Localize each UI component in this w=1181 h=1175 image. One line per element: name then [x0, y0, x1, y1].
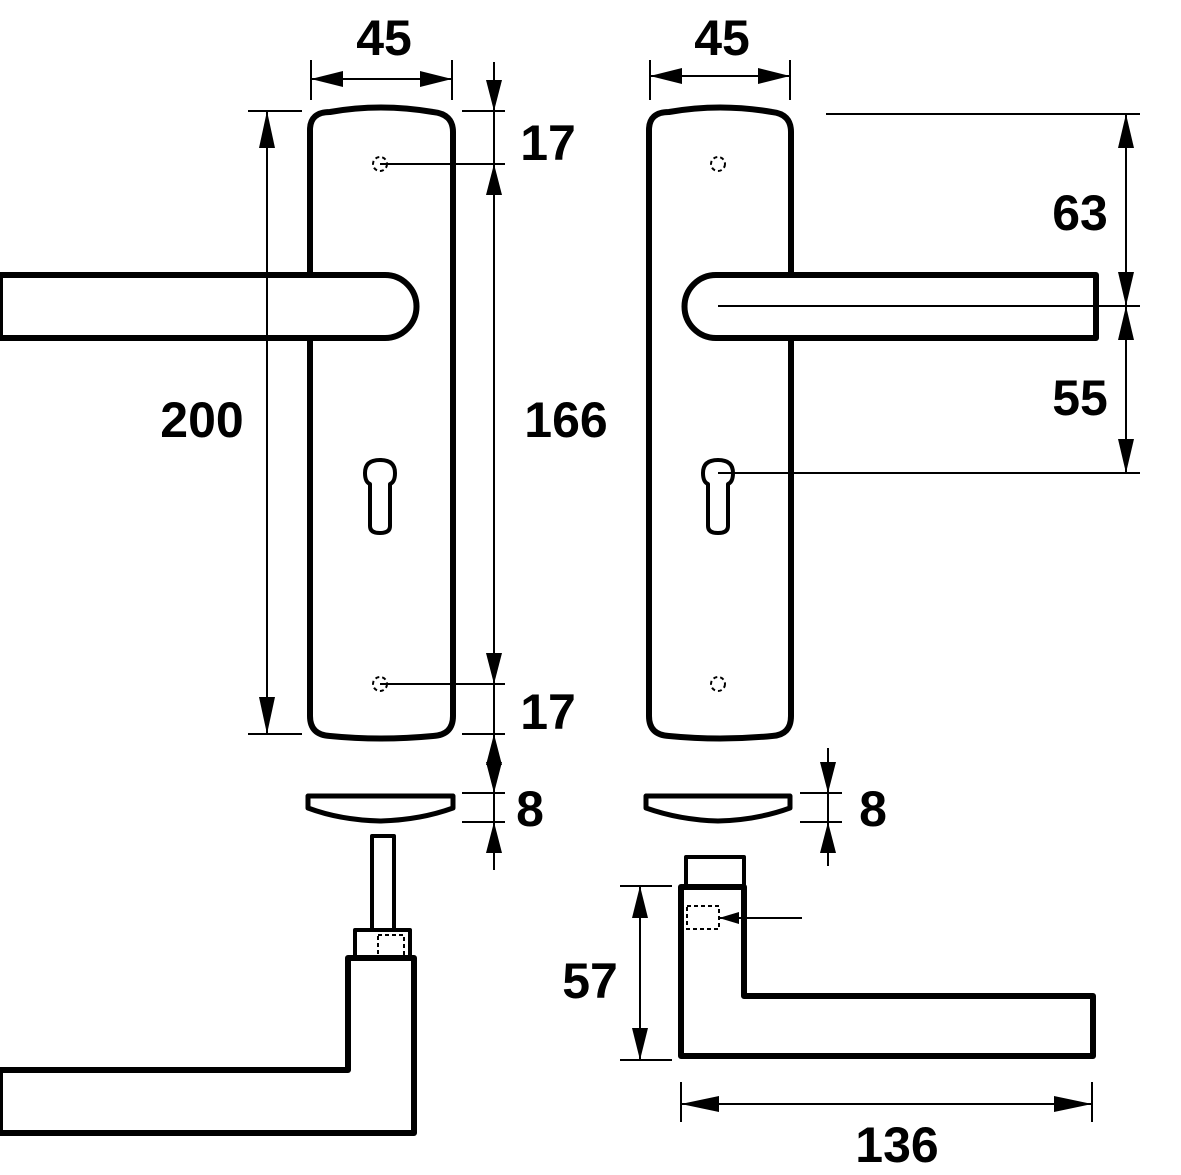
- arrow: [820, 822, 836, 853]
- arrow: [632, 886, 648, 918]
- left-lever-profile: [0, 955, 417, 1136]
- left-spindle: [370, 834, 396, 934]
- dim-label-rose-thickness-right: 8: [859, 781, 887, 837]
- left-rose-side: [305, 793, 456, 824]
- left-spindle-hidden: [377, 934, 405, 958]
- arrow: [758, 68, 790, 84]
- dim-label-handle-to-top: 63: [1052, 185, 1108, 241]
- dim-label-handle-height: 57: [562, 953, 618, 1009]
- left-spindle-collar: [353, 928, 412, 960]
- right-screw-hole-bottom: [710, 676, 726, 692]
- right-screw-hole-top: [710, 156, 726, 172]
- right-rose-side: [643, 793, 793, 824]
- left-keyhole: [363, 458, 397, 535]
- arrow: [650, 68, 682, 84]
- right-backplate: [646, 104, 794, 742]
- arrow: [311, 71, 343, 87]
- arrow: [420, 71, 452, 87]
- dim-label-back-width: 45: [694, 10, 750, 66]
- right-keyhole: [701, 458, 735, 535]
- right-spindle-collar: [684, 855, 746, 889]
- left-front-view: 45 200 17 166 17 8: [0, 10, 608, 870]
- arrow: [486, 80, 502, 111]
- right-lever-profile: [678, 884, 1096, 1059]
- dim-label-rose-thickness-left: 8: [516, 781, 544, 837]
- arrow: [486, 822, 502, 853]
- left-side-view: [0, 834, 417, 1136]
- arrow: [1118, 439, 1134, 473]
- dim-label-handle-to-keyhole: 55: [1052, 370, 1108, 426]
- dim-label-bottom-offset: 17: [520, 684, 576, 740]
- dim-label-hole-spacing: 166: [524, 392, 607, 448]
- arrow: [259, 697, 275, 734]
- arrow: [486, 762, 502, 793]
- dim-label-top-offset: 17: [520, 115, 576, 171]
- right-back-view: 45 63 55 8: [643, 10, 1140, 866]
- arrow: [681, 1096, 719, 1112]
- arrow: [486, 653, 502, 684]
- left-backplate: [307, 104, 456, 742]
- arrow: [1054, 1096, 1092, 1112]
- arrow: [259, 111, 275, 148]
- arrow: [486, 164, 502, 195]
- arrow: [1118, 272, 1134, 306]
- arrow: [1118, 306, 1134, 340]
- dim-label-front-height: 200: [160, 392, 243, 448]
- dim-label-front-width: 45: [356, 10, 412, 66]
- arrow: [486, 734, 502, 765]
- right-side-view: 57 136: [562, 855, 1096, 1173]
- arrow: [820, 762, 836, 793]
- arrow: [1118, 114, 1134, 148]
- arrow: [719, 912, 739, 924]
- arrow: [632, 1028, 648, 1060]
- left-lever-handle: [0, 272, 420, 341]
- dim-label-handle-length: 136: [855, 1117, 938, 1173]
